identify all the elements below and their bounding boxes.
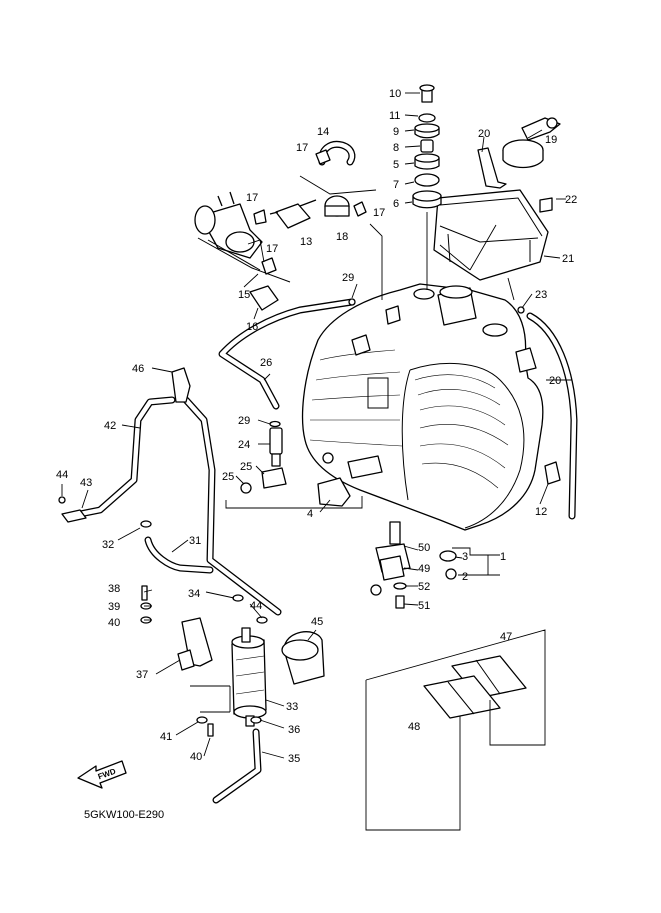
callout-25: 24 xyxy=(238,439,250,451)
callout-5: 5 xyxy=(393,159,399,171)
callout-3: 3 xyxy=(462,551,468,563)
hose-30 xyxy=(144,536,214,574)
hose-28 xyxy=(218,298,356,410)
clamp-26 xyxy=(261,467,287,489)
fuel-tank xyxy=(301,283,544,531)
callout-29a: 29 xyxy=(342,272,354,284)
callout-37: 38 xyxy=(108,583,120,595)
callout-39: 40 xyxy=(108,617,120,629)
callout-21: 20 xyxy=(478,128,490,140)
fuel-cap-19 xyxy=(502,117,561,169)
callout-51: 51 xyxy=(418,600,430,612)
callout-17c: 17 xyxy=(246,192,258,204)
bolt-37 xyxy=(141,585,148,601)
clamp-18 xyxy=(324,195,350,217)
sender-unit xyxy=(370,521,457,609)
hose-42 xyxy=(76,396,282,616)
callout-40: 40 xyxy=(190,751,202,763)
callout-4: 4 xyxy=(307,508,313,520)
callout-9: 9 xyxy=(393,126,399,138)
callout-17a: 17 xyxy=(296,142,308,154)
callout-29b: 29 xyxy=(238,415,250,427)
callout-20: 21 xyxy=(562,253,574,265)
callout-50: 50 xyxy=(418,542,430,554)
mount-stack xyxy=(412,84,442,209)
clip-24 xyxy=(517,306,525,314)
callout-16: 16 xyxy=(246,321,258,333)
callout-52: 52 xyxy=(418,581,430,593)
callout-12: 12 xyxy=(535,506,547,518)
bracket-21 xyxy=(477,147,507,189)
callout-49: 49 xyxy=(418,563,430,575)
callout-34: 35 xyxy=(288,753,300,765)
callout-23: 22 xyxy=(565,194,577,206)
callout-11: 11 xyxy=(389,110,400,122)
callout-44a: 44 xyxy=(56,469,68,481)
fuel-filter-32 xyxy=(231,627,267,727)
callout-26: 25 xyxy=(240,461,252,473)
damper-12 xyxy=(544,461,561,485)
callout-44b: 44 xyxy=(250,600,262,612)
callout-19: 19 xyxy=(545,134,557,146)
callout-41: 41 xyxy=(160,731,172,743)
tray-20 xyxy=(433,189,549,281)
label-48 xyxy=(423,675,501,719)
callout-27: 25 xyxy=(222,471,234,483)
bolt-40 xyxy=(207,723,214,737)
joint-25 xyxy=(269,427,283,467)
damper-4 xyxy=(317,477,351,507)
callout-2: 2 xyxy=(462,571,468,583)
callout-1: 1 xyxy=(500,551,506,563)
callout-45: 45 xyxy=(311,616,323,628)
fwd-arrow-icon: FWD xyxy=(77,760,127,789)
callout-31: 32 xyxy=(102,539,114,551)
bolt-23 xyxy=(539,197,553,213)
callout-38: 39 xyxy=(108,601,120,613)
callout-42: 42 xyxy=(104,420,116,432)
callout-13: 13 xyxy=(300,236,312,248)
callout-6: 6 xyxy=(393,198,399,210)
hose-34 xyxy=(212,728,262,804)
callout-48: 48 xyxy=(408,721,420,733)
diagram-code: 5GKW100-E290 xyxy=(84,809,164,821)
callout-24: 23 xyxy=(535,289,547,301)
callout-28: 26 xyxy=(260,357,272,369)
callout-22: 20 xyxy=(549,375,561,387)
callout-47: 47 xyxy=(500,631,512,643)
filter-13 xyxy=(269,199,317,229)
clip-44 xyxy=(58,496,66,504)
callout-46: 46 xyxy=(132,363,144,375)
callout-7: 7 xyxy=(393,179,399,191)
callout-36: 37 xyxy=(136,669,148,681)
hose-22 xyxy=(526,312,578,520)
callout-18: 18 xyxy=(336,231,348,243)
callout-14: 14 xyxy=(317,126,329,138)
holder-46 xyxy=(171,367,191,403)
screw-27 xyxy=(240,482,252,494)
filter-43 xyxy=(61,509,87,523)
callout-numbers: 10 11 9 8 5 7 6 20 19 22 21 23 20 12 1 3… xyxy=(56,88,577,765)
callout-30: 31 xyxy=(189,535,201,547)
callout-15: 15 xyxy=(238,289,250,301)
callout-33: 34 xyxy=(188,588,200,600)
callout-17d: 17 xyxy=(266,243,278,255)
clip-29 xyxy=(348,298,356,306)
callout-10: 10 xyxy=(389,88,401,100)
callout-43: 43 xyxy=(80,477,92,489)
callout-17b: 17 xyxy=(373,207,385,219)
leader-lines xyxy=(61,92,572,759)
callout-35: 36 xyxy=(288,724,300,736)
callout-8: 8 xyxy=(393,142,399,154)
callout-32: 33 xyxy=(286,701,298,713)
